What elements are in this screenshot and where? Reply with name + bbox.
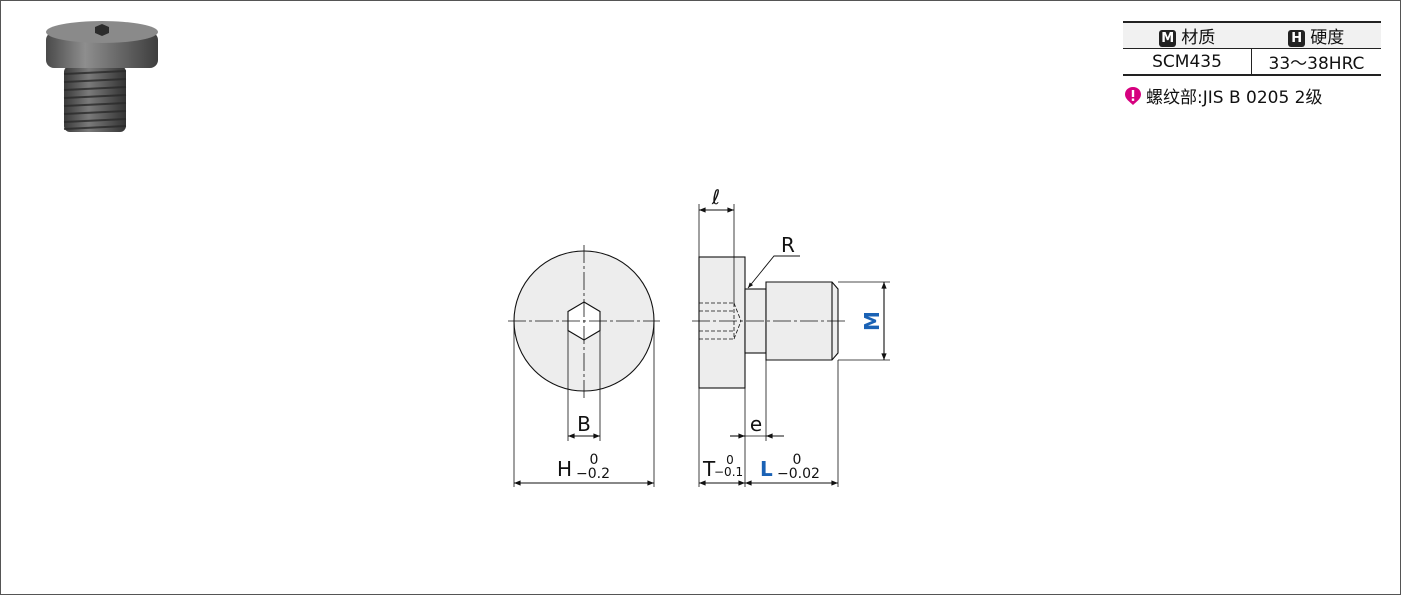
thread-note: 螺纹部:JIS B 0205 2级	[1124, 83, 1323, 108]
label-B: B	[577, 412, 591, 436]
tol-H-upper: 0	[590, 452, 599, 468]
label-R: R	[781, 233, 795, 257]
material-header: 材质	[1181, 28, 1216, 48]
label-L: L	[760, 457, 773, 481]
head-side	[698, 256, 746, 389]
label-H: H	[557, 457, 572, 481]
photo-head	[46, 21, 158, 68]
hardness-header: 硬度	[1310, 28, 1345, 48]
exclamation-pin-icon	[1125, 87, 1141, 105]
photo-thread	[63, 66, 127, 132]
front-view	[508, 245, 660, 487]
tol-T-upper: 0	[726, 453, 734, 467]
material-value: SCM435	[1152, 51, 1222, 72]
R-leader	[747, 255, 800, 289]
tol-H-lower: −0.2	[576, 466, 610, 482]
label-e: e	[750, 412, 762, 436]
hardness-badge-icon: H	[1288, 30, 1306, 47]
tol-T-lower: −0.1	[714, 465, 743, 479]
tol-L-lower: −0.02	[777, 466, 820, 482]
label-T: T	[702, 457, 716, 481]
label-l: ℓ	[711, 185, 720, 209]
thread-note-text: 螺纹部:JIS B 0205 2级	[1146, 88, 1323, 108]
side-view	[692, 204, 890, 487]
tol-L-upper: 0	[793, 452, 802, 468]
product-photo	[46, 21, 158, 132]
label-M: M	[860, 311, 884, 331]
material-badge-icon: M	[1159, 30, 1177, 47]
hardness-value: 33～38HRC	[1251, 48, 1381, 75]
